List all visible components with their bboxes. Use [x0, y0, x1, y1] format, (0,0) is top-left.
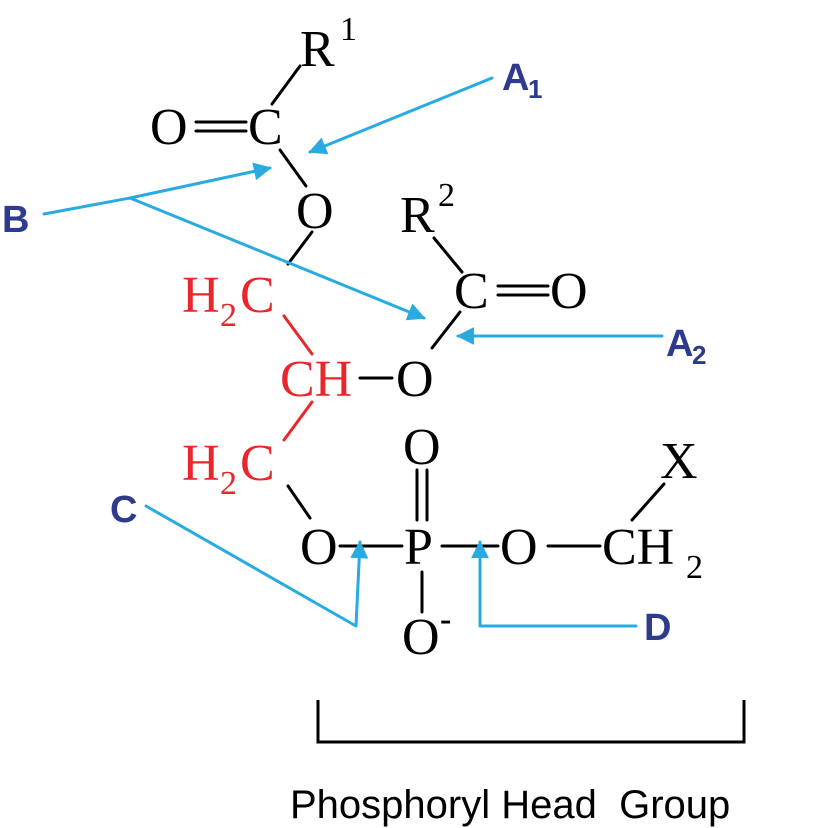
atom-o-carbonyl-2: O [550, 263, 588, 320]
atom-o-carbonyl-1: O [150, 99, 188, 156]
head-group-caption: Phosphoryl Head Group [290, 783, 730, 827]
arrow-b-upper [128, 162, 272, 200]
bond-ch2-x [630, 482, 666, 522]
glycerol-bonds [282, 314, 314, 442]
atom-r2-superscript: 2 [438, 177, 455, 214]
bond-o-h2c-top [286, 230, 314, 266]
atom-o-ester-1: O [296, 183, 334, 240]
label-d: D [644, 607, 671, 649]
annotation-labels: A 1 B A 2 C D [2, 57, 706, 649]
arrow-d [471, 540, 638, 628]
atom-h2c-top-c: C [240, 267, 275, 324]
label-c: C [110, 489, 137, 531]
bond-ch-h2c [282, 400, 314, 442]
atom-x-group: X [660, 433, 698, 490]
atom-o-phosphate-top: O [403, 419, 441, 476]
atom-r1: R [300, 21, 335, 78]
atom-c-carbonyl-1: C [248, 99, 283, 156]
arrow-a1 [308, 76, 494, 155]
label-b: B [2, 199, 29, 241]
atom-phosphorus: P [404, 519, 433, 576]
atom-h2c-bottom-h: H [182, 435, 220, 492]
bond-c-o-ester-2 [430, 310, 462, 350]
atom-r1-superscript: 1 [340, 11, 357, 48]
bond-c-o-ester-1 [278, 148, 308, 188]
atom-h2c-top-h: H [182, 267, 220, 324]
label-a1: A [502, 57, 529, 99]
atom-ch2-head: CH [602, 519, 674, 576]
atom-r2: R [400, 187, 435, 244]
atom-h2c-bottom-c: C [240, 435, 275, 492]
label-a2: A [666, 323, 693, 365]
atom-o-phosphate-left: O [300, 519, 338, 576]
atom-o-ester-2: O [396, 351, 434, 408]
atom-ch2-head-subscript: 2 [686, 549, 703, 586]
bond-r2-c [432, 236, 464, 274]
atom-o-phosphate-bottom-charge: - [440, 601, 451, 638]
atom-c-carbonyl-2: C [454, 263, 489, 320]
atom-h2c-top-subscript: 2 [220, 297, 237, 334]
bond-r1-c [270, 64, 302, 106]
annotation-arrows [42, 76, 664, 628]
atom-o-phosphate-bottom: O [402, 609, 440, 666]
label-a1-subscript: 1 [528, 74, 542, 104]
head-group-bracket [316, 700, 746, 744]
label-a2-subscript: 2 [692, 340, 706, 370]
atom-o-phosphate-right: O [500, 519, 538, 576]
atoms: R 1 O C O R 2 C O H 2 C CH O H 2 C O P O… [150, 11, 703, 666]
atom-h2c-bottom-subscript: 2 [220, 465, 237, 502]
arrow-b-lower [128, 196, 426, 321]
bond-h2c-o-phosphate [286, 484, 312, 520]
arrow-b-line [42, 196, 132, 216]
arrow-c [144, 504, 369, 628]
bond-h2c-ch [282, 314, 314, 356]
atom-ch-middle: CH [280, 351, 352, 408]
